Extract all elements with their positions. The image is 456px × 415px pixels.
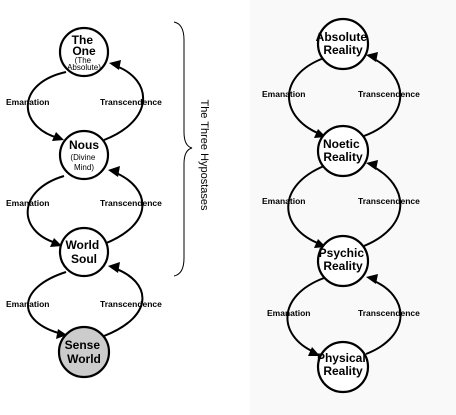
node-sublabel-nous: (Divine Mind) xyxy=(70,153,97,172)
the-one-line-2: One xyxy=(72,44,96,58)
node-label-physical-reality: Physical Reality xyxy=(317,351,369,378)
hypostases-bracket xyxy=(173,21,193,277)
emanation-label-1: Emanation xyxy=(6,97,49,107)
emanation-arc-noetic-psychic xyxy=(287,165,325,245)
transcendence-arc-noetic-absolute xyxy=(363,57,402,137)
emanation-label-2: Emanation xyxy=(6,198,49,208)
node-label-noetic-reality: Noetic Reality xyxy=(323,137,363,164)
transcendence-arrowhead xyxy=(366,274,378,284)
transcendence-arrowhead xyxy=(366,52,378,62)
hypostases-diagram-panel: The One (The Absolute) Nous (Divine Mind… xyxy=(6,21,210,379)
transcendence-arrowhead xyxy=(108,262,120,273)
emanation-label-3: Emanation xyxy=(6,299,49,309)
node-psychic-reality xyxy=(316,234,370,288)
transcendence-label-1: Transcendence xyxy=(100,97,162,107)
node-absolute-reality xyxy=(316,17,370,71)
node-label-sense-world: Sense World xyxy=(65,338,104,366)
emanation-label-r3: Emanation xyxy=(267,308,310,318)
emanation-arc-one-nous xyxy=(26,71,67,139)
reality-diagram: Absolute Reality Noetic Reality Psychic … xyxy=(262,17,420,394)
transcendence-label-2: Transcendence xyxy=(100,198,162,208)
transcendence-arrowhead xyxy=(108,166,120,177)
emanation-arc-psychic-physical xyxy=(286,277,325,353)
node-world-soul xyxy=(58,226,110,278)
node-label-absolute-reality: Absolute Reality xyxy=(316,30,371,57)
emanation-arc-nous-soul xyxy=(26,175,65,244)
node-label-the-one: The One xyxy=(72,33,97,58)
emanation-arrowhead xyxy=(56,329,67,339)
emanation-arc-absolute-noetic xyxy=(288,57,325,135)
emanation-label-r1: Emanation xyxy=(262,89,305,99)
node-sense-world xyxy=(57,325,111,379)
node-nous xyxy=(58,129,110,181)
node-the-one xyxy=(58,26,110,78)
node-label-psychic-reality: Psychic Reality xyxy=(319,246,368,273)
node-physical-reality xyxy=(316,340,370,394)
hypostases-label: The Three Hypostases xyxy=(198,99,210,211)
emanation-label-r2: Emanation xyxy=(262,196,305,206)
transcendence-arc-soul-nous xyxy=(103,171,144,245)
transcendence-label-r3: Transcendence xyxy=(358,308,420,318)
transcendence-label-r2: Transcendence xyxy=(358,196,420,206)
transcendence-arc-psychic-noetic xyxy=(363,165,402,247)
transcendence-label-r1: Transcendence xyxy=(358,89,420,99)
emanation-arrowhead xyxy=(308,347,320,356)
node-label-nous: Nous xyxy=(69,138,99,152)
transcendence-arc-nous-one xyxy=(103,65,144,141)
the-one-line-1: The xyxy=(72,33,94,47)
transcendence-arrowhead xyxy=(366,160,378,170)
transcendence-label-3: Transcendence xyxy=(100,299,162,309)
node-label-world-soul: World Soul xyxy=(65,238,102,266)
node-sublabel-the-one: (The Absolute) xyxy=(67,56,101,72)
emanation-arc-soul-sense xyxy=(27,271,67,335)
emanation-arrowhead xyxy=(52,132,64,141)
reality-diagram-panel: Absolute Reality Noetic Reality Psychic … xyxy=(250,0,456,415)
transcendence-arc-physical-psychic xyxy=(365,279,402,355)
transcendence-arc-sense-soul xyxy=(103,267,144,337)
transcendence-arrowhead xyxy=(109,60,121,70)
emanation-arrowhead xyxy=(50,238,62,247)
node-noetic-reality xyxy=(316,124,370,178)
hypostases-diagram: The One (The Absolute) Nous (Divine Mind… xyxy=(6,21,210,379)
